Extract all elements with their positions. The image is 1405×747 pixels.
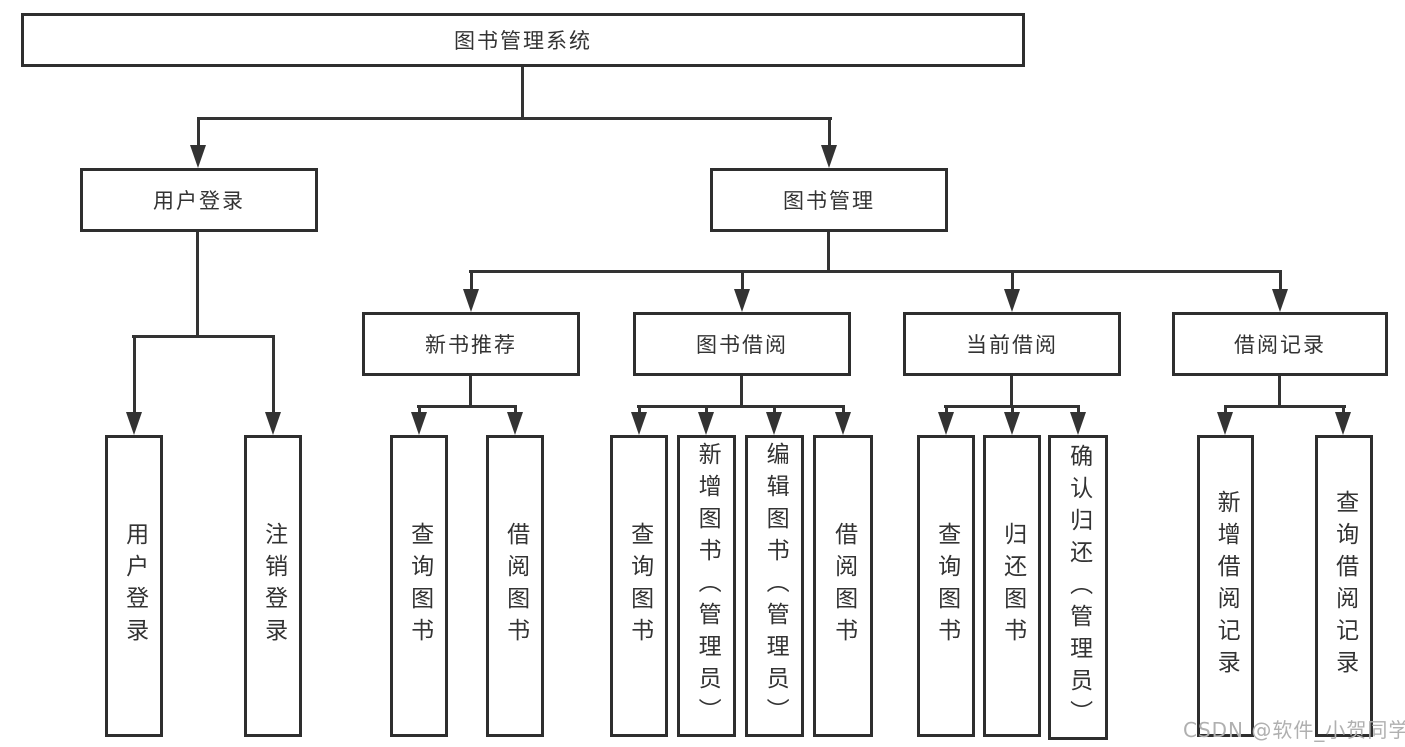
arrowhead-icon: [265, 412, 281, 435]
connector-line: [133, 338, 136, 413]
arrowhead-icon: [463, 289, 479, 312]
node-book-borrowing: 图书借阅: [633, 312, 851, 376]
node-label: 图书借阅: [696, 333, 788, 357]
node-add-book-admin: 新增图书（管理员）: [677, 435, 736, 737]
node-borrow-books: 借阅图书: [813, 435, 873, 737]
connector-line: [197, 117, 832, 120]
connector-line: [418, 408, 421, 413]
connector-line: [773, 408, 776, 413]
node-book-management: 图书管理: [710, 168, 948, 232]
node-label: 图书管理: [783, 189, 875, 213]
node-library-management-system: 图书管理系统: [21, 13, 1025, 67]
node-label: 新书推荐: [425, 333, 517, 357]
node-query-books-borrowing: 查询图书: [610, 435, 668, 737]
arrowhead-icon: [190, 145, 206, 168]
node-label: 新增借阅记录: [1213, 490, 1240, 682]
node-new-book-recommendation: 新书推荐: [362, 312, 580, 376]
arrowhead-icon: [766, 412, 782, 435]
node-query-borrow-record: 查询借阅记录: [1315, 435, 1373, 737]
node-borrow-books-recommend: 借阅图书: [486, 435, 544, 737]
connector-line: [741, 273, 744, 290]
node-return-book: 归还图书: [983, 435, 1041, 737]
connector-line: [196, 232, 199, 335]
connector-line: [417, 405, 517, 408]
connector-line: [1011, 273, 1014, 290]
connector-line: [1342, 408, 1345, 413]
connector-line: [1010, 376, 1013, 405]
arrowhead-icon: [631, 412, 647, 435]
node-label: 借阅图书: [502, 522, 529, 650]
node-query-books-current: 查询图书: [917, 435, 975, 737]
connector-line: [272, 338, 275, 413]
node-logout: 注销登录: [244, 435, 302, 737]
node-label: 图书管理系统: [454, 29, 592, 53]
connector-line: [638, 408, 641, 413]
node-label: 注销登录: [260, 522, 287, 650]
node-user-login: 用户登录: [105, 435, 163, 737]
node-label: 新增图书（管理员）: [694, 442, 721, 730]
node-label: 借阅图书: [830, 522, 857, 650]
node-borrowing-records: 借阅记录: [1172, 312, 1388, 376]
arrowhead-icon: [734, 289, 750, 312]
node-edit-book-admin: 编辑图书（管理员）: [745, 435, 804, 737]
arrowhead-icon: [1070, 412, 1086, 435]
node-label: 确认归还（管理员）: [1065, 443, 1092, 732]
connector-line: [945, 408, 948, 413]
arrowhead-icon: [1217, 412, 1233, 435]
node-current-borrowing: 当前借阅: [903, 312, 1121, 376]
connector-line: [1077, 408, 1080, 413]
arrowhead-icon: [835, 412, 851, 435]
connector-line: [514, 408, 517, 413]
arrowhead-icon: [821, 145, 837, 168]
connector-line: [1011, 408, 1014, 413]
connector-line: [469, 270, 1282, 273]
node-label: 编辑图书（管理员）: [762, 442, 789, 730]
node-label: 归还图书: [999, 522, 1026, 650]
connector-line: [705, 408, 708, 413]
connector-line: [197, 120, 200, 146]
arrowhead-icon: [1004, 289, 1020, 312]
node-query-books-recommend: 查询图书: [390, 435, 448, 737]
connector-line: [740, 376, 743, 405]
connector-line: [1278, 376, 1281, 405]
node-label: 用户登录: [153, 189, 245, 213]
node-label: 借阅记录: [1234, 333, 1326, 357]
connector-line: [1224, 405, 1346, 408]
node-label: 查询图书: [933, 522, 960, 650]
node-add-borrow-record: 新增借阅记录: [1197, 435, 1254, 737]
connector-line: [132, 335, 275, 338]
node-label: 当前借阅: [966, 333, 1058, 357]
connector-line: [637, 405, 845, 408]
node-label: 用户登录: [121, 522, 148, 650]
node-user-login-group: 用户登录: [80, 168, 318, 232]
arrowhead-icon: [507, 412, 523, 435]
node-confirm-return-admin: 确认归还（管理员）: [1048, 435, 1108, 740]
arrowhead-icon: [1272, 289, 1288, 312]
arrowhead-icon: [938, 412, 954, 435]
arrowhead-icon: [411, 412, 427, 435]
connector-line: [828, 120, 831, 146]
connector-line: [842, 408, 845, 413]
node-label: 查询图书: [626, 522, 653, 650]
node-label: 查询图书: [406, 522, 433, 650]
connector-line: [1279, 273, 1282, 290]
connector-line: [469, 376, 472, 405]
connector-line: [827, 232, 830, 270]
connector-line: [1224, 408, 1227, 413]
arrowhead-icon: [698, 412, 714, 435]
node-label: 查询借阅记录: [1331, 490, 1358, 682]
connector-line: [470, 273, 473, 290]
arrowhead-icon: [126, 412, 142, 435]
arrowhead-icon: [1335, 412, 1351, 435]
connector-line: [944, 405, 1080, 408]
csdn-watermark: CSDN @软件_小贺同学: [1183, 718, 1405, 742]
connector-line: [521, 67, 524, 117]
arrowhead-icon: [1004, 412, 1020, 435]
